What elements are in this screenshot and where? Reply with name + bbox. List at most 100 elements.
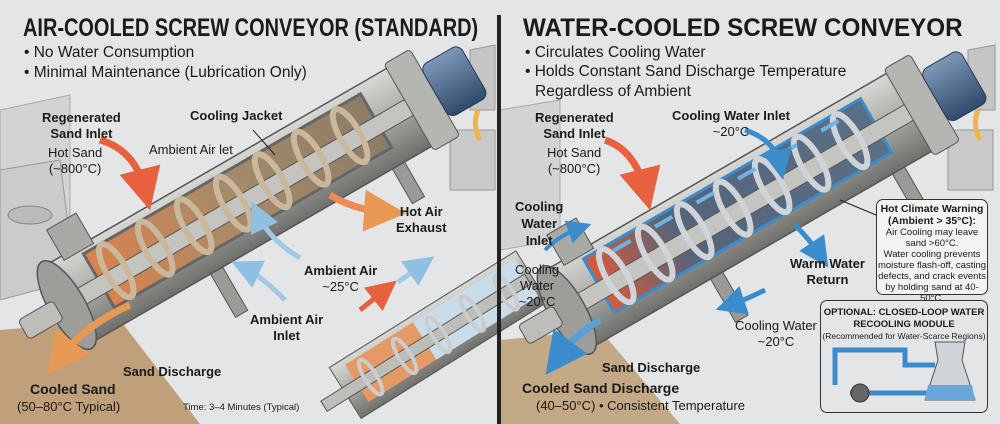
- label-ambient-air-temp: Ambient Air~25°C: [304, 263, 377, 295]
- label-line: Regenerated: [535, 110, 614, 125]
- warning-title: Hot Climate Warning: [880, 203, 984, 215]
- warm-water-return-arrow: [793, 223, 829, 268]
- air-cooled-conveyor-cutaway-detail: [320, 250, 549, 420]
- hot-sand-inlet-arrow: [98, 136, 161, 211]
- right-title: WATER-COOLED SCREW CONVEYOR: [523, 14, 963, 42]
- label-line: Hot Sand: [48, 145, 103, 160]
- detail-flight: [390, 336, 419, 376]
- left-bullet-2: • Minimal Maintenance (Lubrication Only): [24, 64, 307, 81]
- screw-flight: [595, 246, 637, 306]
- water-cooled-conveyor: [518, 51, 987, 355]
- detail-flight: [492, 273, 521, 312]
- label-line: Return: [806, 272, 849, 287]
- foundry-background-right: [499, 44, 996, 424]
- screw-flight: [290, 128, 332, 188]
- right-bullet-2: • Holds Constant Sand Discharge Temperat…: [525, 63, 847, 80]
- label-line: ~20°C: [757, 334, 795, 349]
- hot-air-exhaust-arrow: [328, 189, 406, 232]
- detail-flight: [458, 294, 487, 333]
- cooling-water-lower-arrow: [715, 286, 767, 315]
- label-ambient-air-let: Ambient Air let: [149, 142, 233, 157]
- motor-icon: [422, 46, 487, 117]
- water-channel: [695, 191, 715, 205]
- label-cooling-jacket: Cooling Jacket: [190, 108, 283, 123]
- left-bullet-1: • No Water Consumption: [24, 44, 195, 61]
- flow-arrows: [47, 127, 877, 375]
- label-cooling-water-inlet-top: Cooling Water Inlet~20°C: [672, 108, 790, 140]
- air-cooled-conveyor: [18, 46, 487, 350]
- warning-line: Water cooling prevents: [883, 249, 981, 260]
- warning-line: Air Cooling may leave: [885, 227, 979, 238]
- cooled-sand-discharge-arrow: [545, 316, 602, 375]
- water-inlet-left-arrow: [543, 220, 592, 252]
- recooling-module-diagram: [832, 341, 976, 403]
- pump-icon: [850, 383, 870, 403]
- optional-title-2: RECOOLING MODULE: [853, 319, 955, 330]
- label-line: (~800°C): [547, 161, 601, 176]
- screw-flight: [829, 111, 871, 171]
- label-line: Sand Inlet: [50, 126, 113, 141]
- warning-line: by holding sand at 40-50°C.: [885, 282, 979, 304]
- water-inlet-top-arrow: [744, 127, 792, 180]
- label-line: (~800°C): [48, 161, 102, 176]
- water-channel: [612, 239, 632, 253]
- label-sand-discharge-right: Sand Discharge: [602, 360, 701, 375]
- screw-flight: [673, 201, 715, 261]
- screw-flight: [751, 156, 793, 216]
- label-line: Cooling Water Inlet: [672, 108, 790, 123]
- label-hot-sand: Hot Sand(~800°C): [48, 145, 102, 177]
- detail-flight: [424, 315, 453, 354]
- hot-climate-warning-box: Hot Climate Warning (Ambient > 35°C): Ai…: [876, 199, 988, 304]
- label-sand-discharge: Sand Discharge: [123, 364, 222, 379]
- detail-hot-arrow: [358, 280, 397, 312]
- label-line: Inlet: [273, 328, 300, 343]
- label-line: Cooling: [515, 199, 564, 214]
- label-cooled-sand-discharge: Cooled Sand Discharge: [522, 380, 680, 396]
- label-line: ~20°C: [518, 294, 556, 309]
- label-line: ~20°C: [712, 124, 750, 139]
- label-residence-time: Time: 3–4 Minutes (Typical): [183, 402, 300, 413]
- hot-sand-inlet-arrow-right: [603, 136, 661, 211]
- label-line: Ambient Air: [250, 312, 324, 327]
- optional-title: OPTIONAL: CLOSED-LOOP WATER: [823, 307, 985, 318]
- ambient-air-inlet-arrow: [231, 260, 287, 302]
- motor-icon: [922, 51, 987, 122]
- label-line: Water: [519, 278, 555, 293]
- label-line: Exhaust: [396, 220, 447, 235]
- label-line: Inlet: [525, 233, 553, 248]
- cooled-sand-arrow: [47, 301, 132, 375]
- sand-inlet-hopper: [45, 212, 95, 262]
- water-channel: [737, 167, 757, 181]
- label-line: Cooling Water: [735, 318, 817, 333]
- warning-line: moisture flash-off, casting: [877, 260, 987, 271]
- warning-line: sand >60°C.: [905, 238, 959, 249]
- right-bullet-1: • Circulates Cooling Water: [525, 44, 706, 61]
- label-line: Cooling: [515, 262, 560, 277]
- label-line: Hot Air: [399, 204, 443, 219]
- label-line: ~25°C: [322, 279, 359, 294]
- label-line: Hot Sand: [547, 145, 602, 160]
- warning-subtitle: (Ambient > 35°C):: [888, 215, 976, 227]
- panel-divider: [497, 15, 501, 424]
- warning-line: defects, and crack events: [878, 271, 986, 282]
- label-line: Sand Inlet: [543, 126, 606, 141]
- detail-air-arrow: [396, 256, 435, 286]
- label-line: Regenerated: [42, 110, 121, 125]
- water-channel: [820, 119, 840, 133]
- screw-flight: [173, 196, 215, 256]
- screw-flight: [712, 178, 754, 238]
- label-cooled-sand-temp: (50–80°C Typical): [17, 399, 121, 414]
- label-cooled-sand: Cooled Sand: [30, 381, 116, 397]
- label-line: Water: [521, 216, 558, 231]
- detail-flight: [356, 357, 385, 397]
- label-hot-sand-right: Hot Sand(~800°C): [547, 145, 601, 177]
- label-line: Ambient Air: [304, 263, 378, 278]
- screw-flight: [134, 218, 176, 278]
